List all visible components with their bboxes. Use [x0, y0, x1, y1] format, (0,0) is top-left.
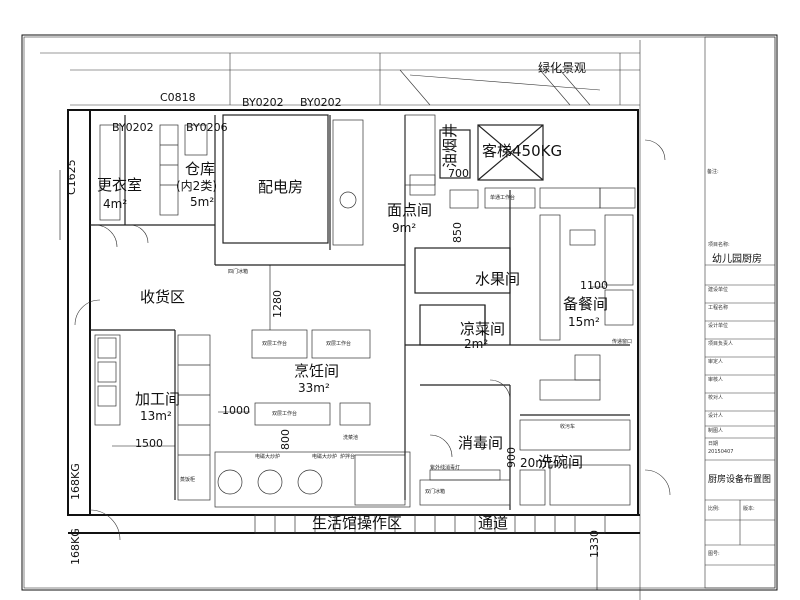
room-pastry-area: 9m² — [392, 221, 417, 235]
room-dish-prep-area: 15m² — [568, 315, 600, 329]
equip-single-table: 单通工作台 — [490, 195, 516, 201]
sheet-outer-frame — [21, 34, 778, 591]
room-pathway: 通道 — [478, 514, 509, 532]
dim-1500: 1500 — [135, 437, 163, 450]
title-row-2: 设计单位 — [708, 323, 729, 329]
equip-work-table-b: 双层工作台 — [326, 341, 352, 347]
outdoor-area-label: 绿化景观 — [538, 61, 587, 75]
equip-double-door: 双门冰箱 — [425, 489, 446, 495]
title-row-8: 制图人 — [708, 428, 724, 434]
window-tag-c0818: C0818 — [160, 91, 196, 104]
window-tag-by0202-c: BY0202 — [112, 121, 154, 134]
dim-900: 900 — [505, 447, 518, 468]
title-row-5: 审核人 — [708, 377, 724, 383]
window-tag-by0206: BY0206 — [186, 121, 228, 134]
equip-work-table-a: 双层工作台 — [262, 341, 288, 347]
room-washing-area: 20m² — [520, 456, 552, 470]
room-changing: 更衣室 — [97, 176, 143, 194]
title-row-3: 项目负责人 — [708, 341, 734, 347]
room-storage: 仓库 — [185, 160, 216, 178]
room-processing-area: 13m² — [140, 409, 172, 423]
equip-uv: 紫外线消毒灯 — [430, 465, 461, 471]
room-cold: 凉菜间 — [460, 320, 506, 338]
room-cooking: 烹饪间 — [294, 362, 340, 380]
interior-partitions — [90, 114, 630, 510]
room-receiving: 收货区 — [140, 288, 186, 306]
equip-wash-basin: 洗菜池 — [343, 435, 359, 441]
drawing-date: 20150407 — [708, 449, 734, 455]
room-shaft: 油烟井 — [441, 122, 459, 168]
room-storage-area: 5m² — [190, 195, 215, 209]
scale-label: 比例: — [708, 506, 720, 512]
room-fruit: 水果间 — [475, 270, 521, 288]
room-cooking-area: 33m² — [298, 381, 330, 395]
version-label: 版本: — [743, 506, 755, 512]
room-changing-area: 4m² — [103, 197, 128, 211]
dimension-lines — [59, 170, 605, 590]
room-cold-area: 2m² — [464, 337, 489, 351]
sheet-inner-frame — [23, 36, 776, 589]
equip-work-table-c: 双层工作台 — [272, 411, 298, 417]
exterior-green-area — [40, 40, 641, 600]
dim-800: 800 — [279, 429, 292, 450]
sheet-label: 图号: — [708, 551, 720, 557]
equip-steam: 蒸饭柜 — [180, 477, 196, 483]
dim-1000: 1000 — [222, 404, 250, 417]
room-living: 生活馆操作区 — [312, 514, 403, 532]
equipment-blocks — [94, 114, 636, 534]
date-label: 日期 — [708, 441, 719, 447]
room-washing: 洗碗间 — [538, 453, 584, 471]
equip-fridge: 四门冰箱 — [228, 269, 249, 275]
window-tag-by0202-b: BY0202 — [300, 96, 342, 109]
equip-pass-window: 传递窗口 — [612, 339, 633, 345]
dim-700: 700 — [448, 167, 469, 180]
room-elevator: 客梯450KG — [482, 142, 563, 160]
room-processing: 加工间 — [135, 390, 181, 408]
room-pastry: 面点间 — [387, 201, 433, 219]
room-power: 配电房 — [258, 178, 304, 196]
dim-1280: 1280 — [271, 290, 284, 318]
dim-1330: 1330 — [588, 530, 601, 558]
title-block — [704, 36, 776, 589]
title-row-0: 建设单位 — [708, 287, 729, 293]
notes-heading: 备注: — [707, 169, 719, 175]
project-name: 幼儿园厨房 — [712, 254, 762, 265]
dim-168kg-b: 168KG — [69, 528, 82, 565]
title-row-7: 设计人 — [708, 413, 724, 419]
equip-cart: 收污车 — [560, 424, 576, 430]
door-swings — [74, 139, 671, 541]
drawing-title: 厨房设备布置图 — [708, 475, 772, 485]
dim-168kg-a: 168KG — [69, 463, 82, 500]
title-row-6: 校对人 — [708, 395, 724, 401]
equip-stove-a: 电磁大炒炉 — [255, 454, 281, 460]
dim-1100: 1100 — [580, 279, 608, 292]
window-tag-c1625: C1625 — [65, 159, 78, 195]
title-row-4: 审定人 — [708, 359, 724, 365]
title-row-1: 工程名称 — [708, 305, 729, 311]
equip-fryer: 炉拌台 — [340, 454, 356, 460]
project-label: 项目名称: — [708, 242, 730, 248]
room-disinfect: 消毒间 — [458, 434, 504, 452]
window-tag-by0202-a: BY0202 — [242, 96, 284, 109]
dim-850: 850 — [451, 222, 464, 243]
room-storage-sub: (内2类) — [176, 179, 217, 193]
room-dish-prep: 备餐间 — [563, 295, 609, 313]
equip-stove-b: 电磁大炒炉 — [312, 454, 338, 460]
